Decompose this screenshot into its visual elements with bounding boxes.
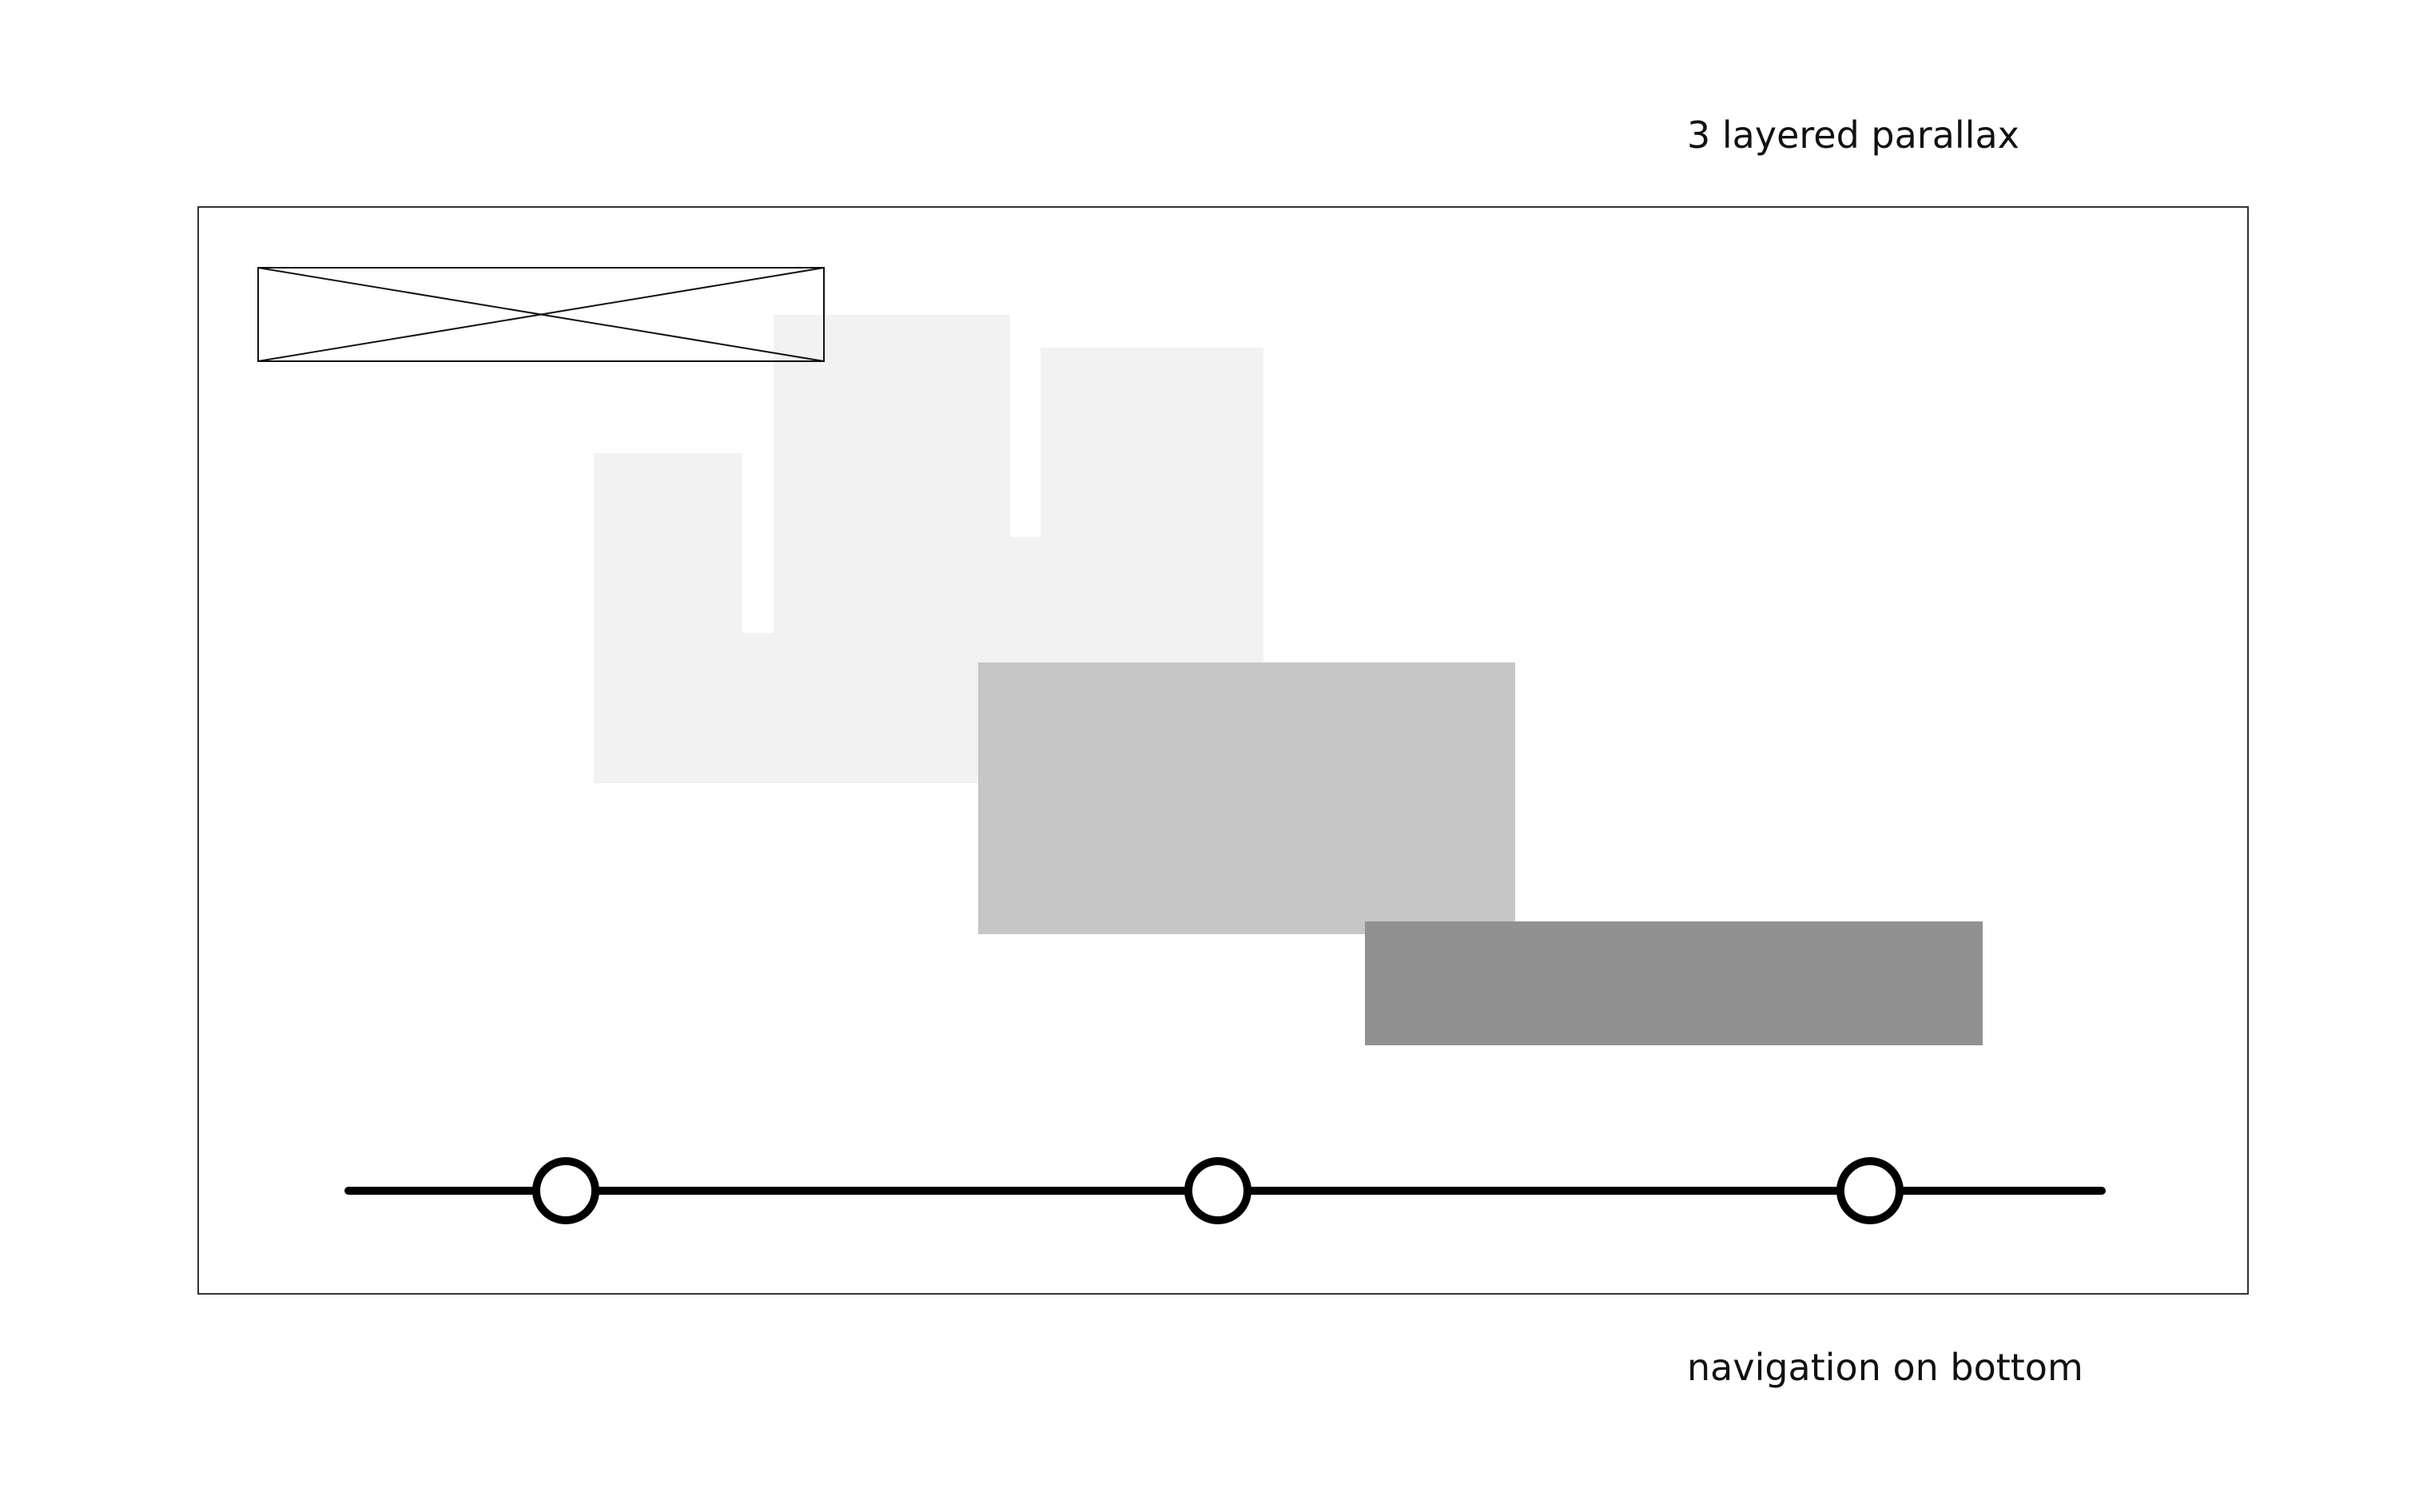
bottom-navigation — [344, 1157, 2106, 1224]
parallax-layer-front — [1365, 921, 1983, 1045]
top-annotation-label: 3 layered parallax — [1687, 113, 2019, 157]
image-placeholder-icon — [257, 267, 825, 362]
bottom-annotation-label: navigation on bottom — [1687, 1346, 2083, 1389]
nav-dot-3[interactable] — [1836, 1157, 1904, 1224]
nav-dot-1[interactable] — [532, 1157, 599, 1224]
nav-dot-2[interactable] — [1184, 1157, 1251, 1224]
back-layer-block-bridge-1 — [742, 633, 774, 783]
parallax-layer-middle — [978, 662, 1515, 934]
